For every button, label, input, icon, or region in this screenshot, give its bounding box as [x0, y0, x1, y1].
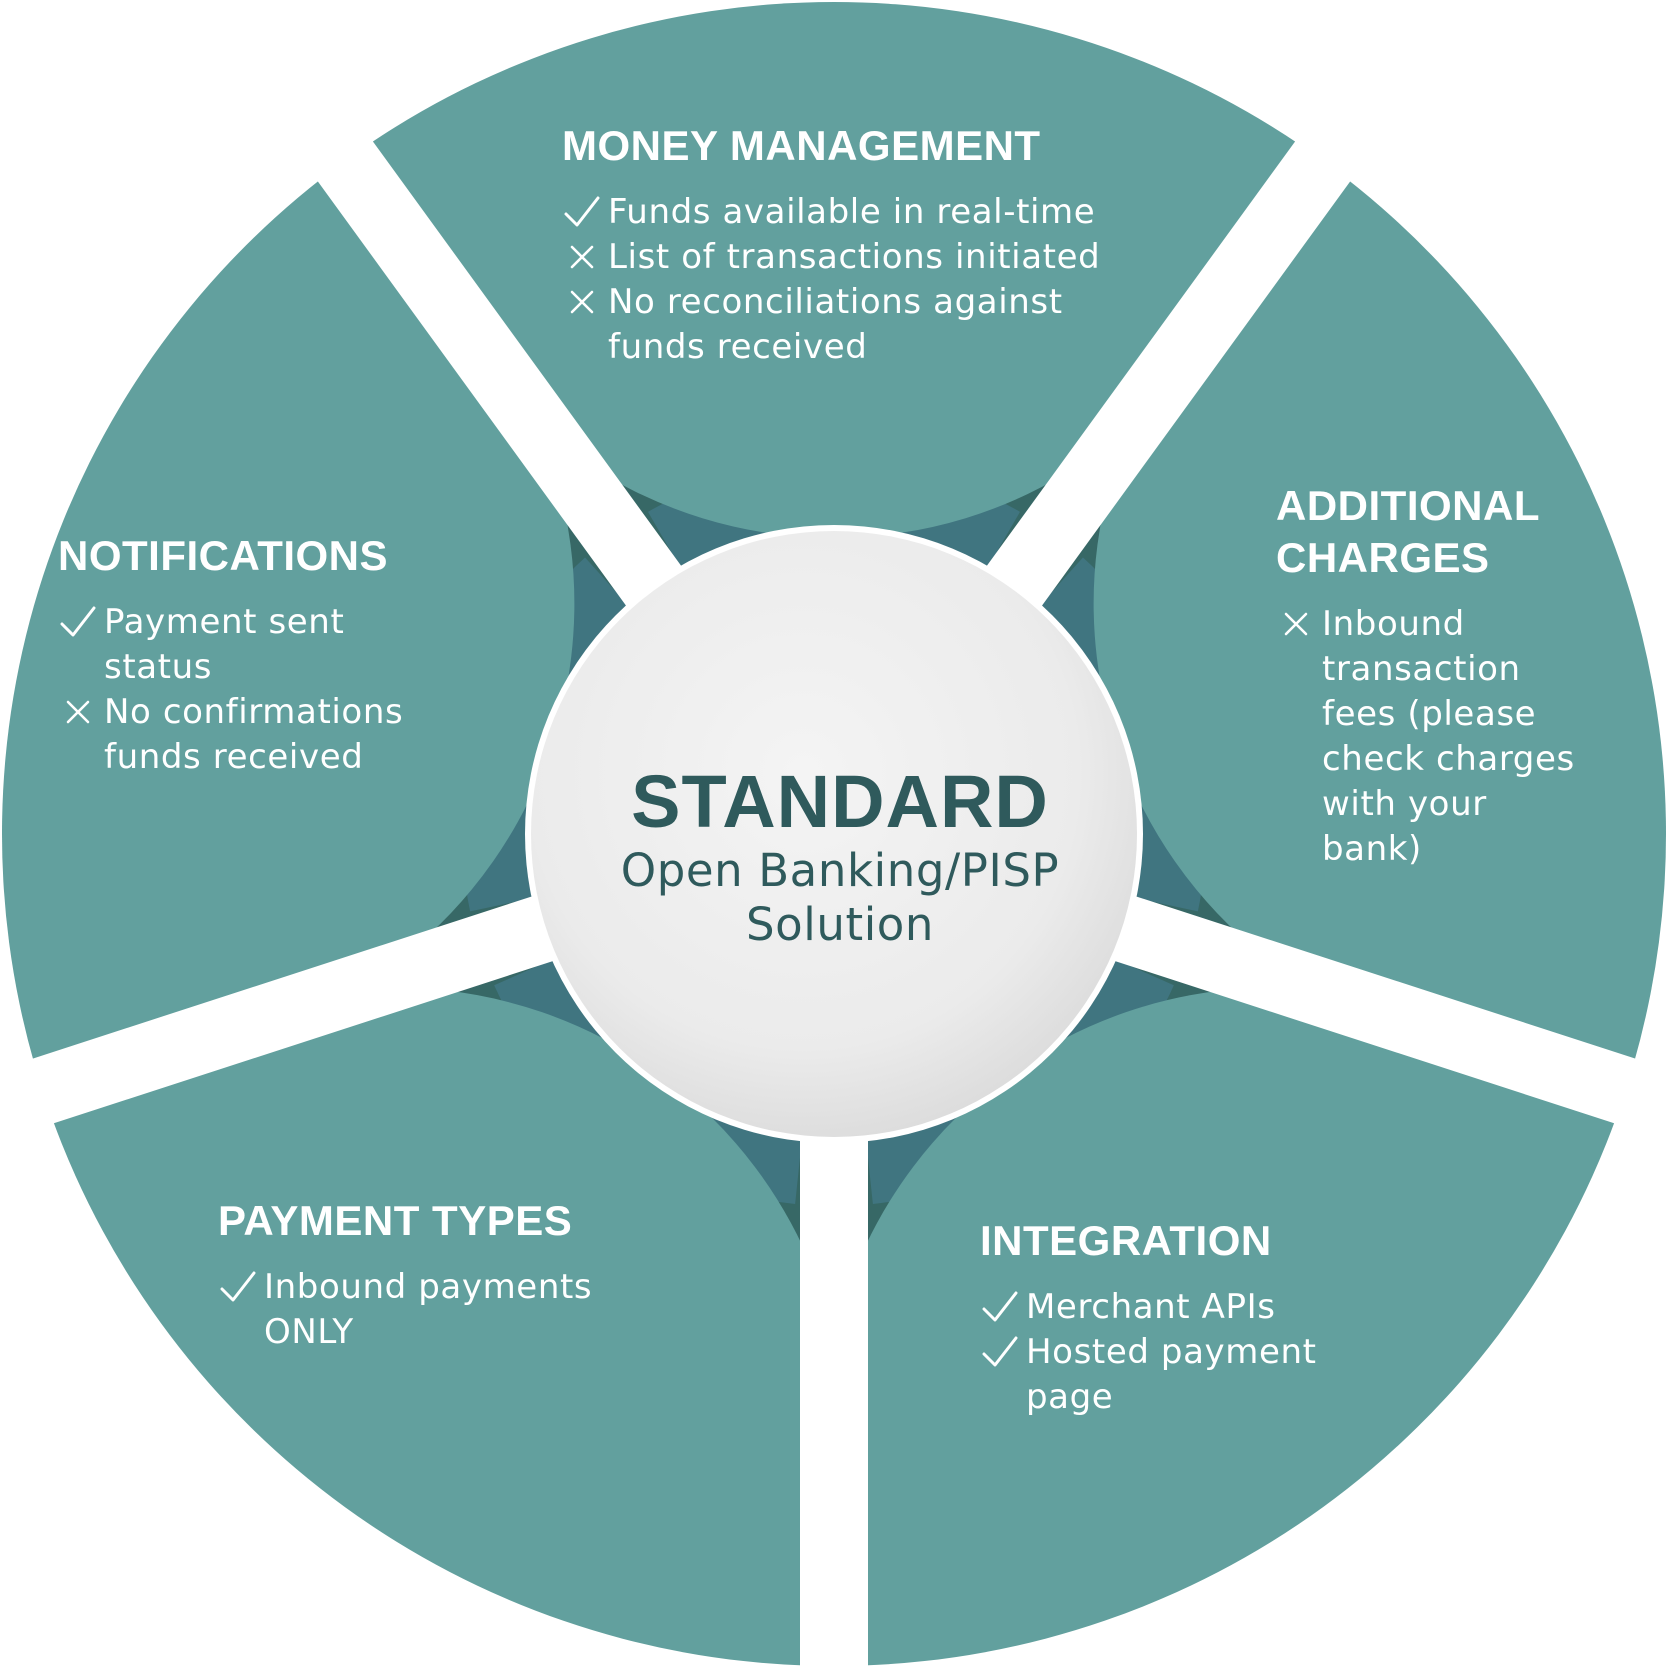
- list-item-text: Payment sent: [104, 602, 345, 642]
- section-title: MONEY MANAGEMENT: [562, 120, 1100, 172]
- list-item-text: page: [1026, 1377, 1114, 1417]
- spoke-gap: [979, 124, 1363, 616]
- center-subtitle-line: Solution: [745, 898, 935, 951]
- list-item-text: Merchant APIs: [1026, 1287, 1276, 1327]
- segment-notifications: [1, 178, 575, 1064]
- cross-icon: [58, 692, 98, 732]
- section-additional-charges: ADDITIONAL CHARGES Inbound transaction fees …: [1276, 480, 1575, 872]
- section-items: Inbound transaction fees (please check char…: [1276, 602, 1575, 872]
- list-item-text: No reconciliations against: [608, 282, 1063, 322]
- list-item-text: check charges: [1322, 739, 1575, 779]
- section-title-line: MONEY MANAGEMENT: [562, 122, 1041, 169]
- check-icon: [58, 602, 98, 642]
- check-icon: [218, 1267, 258, 1307]
- list-item-text: funds received: [104, 737, 364, 777]
- cross-icon: [562, 237, 602, 277]
- segment-additional-charges: [1093, 178, 1666, 1064]
- list-item: List of transactions initiated: [562, 235, 1100, 280]
- list-item-text: Inbound: [1322, 604, 1465, 644]
- section-money-management: MONEY MANAGEMENT Funds available in real-…: [562, 120, 1100, 370]
- list-item-text: status: [104, 647, 213, 687]
- list-item-text: ONLY: [264, 1312, 354, 1352]
- list-item-text: transaction: [1322, 649, 1521, 689]
- check-icon: [562, 192, 602, 232]
- list-item-text: Hosted payment: [1026, 1332, 1317, 1372]
- section-title-line: INTEGRATION: [980, 1217, 1272, 1264]
- list-item-text: with your: [1322, 784, 1487, 824]
- list-item-text: Inbound payments: [264, 1267, 593, 1307]
- center-core: [531, 531, 1137, 1137]
- list-item-text: bank): [1322, 829, 1422, 869]
- cross-icon: [1276, 604, 1316, 644]
- list-item: Merchant APIs: [980, 1285, 1317, 1330]
- section-title-line: PAYMENT TYPES: [218, 1197, 573, 1244]
- section-title: ADDITIONAL CHARGES: [1276, 480, 1575, 584]
- section-title: NOTIFICATIONS: [58, 530, 403, 582]
- list-item: Funds available in real-time: [562, 190, 1100, 235]
- list-item: Inbound transaction fees (please check char…: [1276, 602, 1575, 872]
- center-label: STANDARD Open Banking/PISP Solution: [540, 760, 1140, 952]
- center-title: STANDARD: [631, 760, 1049, 843]
- list-item: Payment sent status: [58, 600, 403, 690]
- center-subtitle-line: Open Banking/PISP: [620, 844, 1060, 897]
- check-icon: [980, 1332, 1020, 1372]
- spoke-gap: [305, 124, 689, 616]
- list-item: Hosted payment page: [980, 1330, 1317, 1420]
- list-item-text: No confirmations: [104, 692, 404, 732]
- section-title: PAYMENT TYPES: [218, 1195, 592, 1247]
- list-item: No confirmations funds received: [58, 690, 403, 780]
- section-title-line: NOTIFICATIONS: [58, 532, 389, 579]
- spoke-gap: [1104, 892, 1655, 1130]
- segment-payment-types: [52, 987, 819, 1666]
- segment-money-management: [368, 1, 1300, 538]
- check-icon: [980, 1287, 1020, 1327]
- section-title-line: CHARGES: [1276, 534, 1490, 581]
- section-items: Payment sent status No confirmations funds …: [58, 600, 403, 780]
- cross-icon: [562, 282, 602, 322]
- list-item-text: fees (please: [1322, 694, 1537, 734]
- list-item-text: List of transactions initiated: [608, 237, 1101, 277]
- list-item-text: funds received: [608, 327, 868, 367]
- list-item-text: Funds available in real-time: [608, 192, 1096, 232]
- section-title-line: ADDITIONAL: [1276, 482, 1540, 529]
- spoke-gap: [13, 892, 564, 1130]
- section-title: INTEGRATION: [980, 1215, 1317, 1267]
- center-subtitle: Open Banking/PISP Solution: [540, 844, 1140, 952]
- list-item: No reconciliations against funds received: [562, 280, 1100, 370]
- segment-integration: [849, 987, 1616, 1666]
